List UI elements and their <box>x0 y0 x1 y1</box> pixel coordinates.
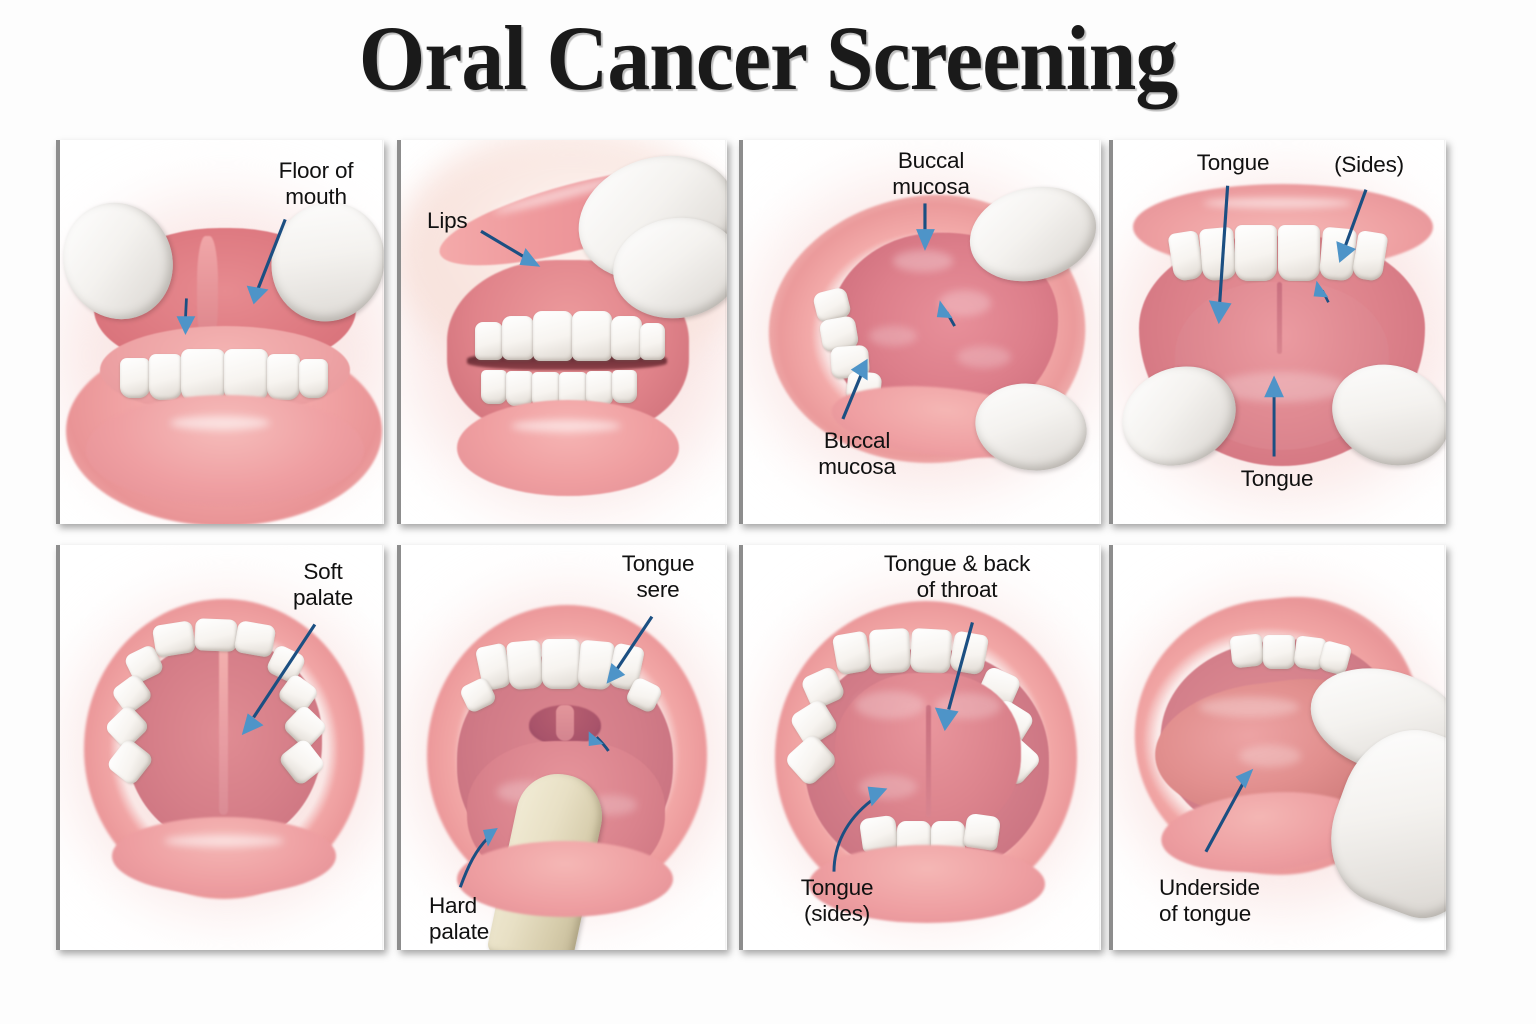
label-soft-palate: Soft palate <box>292 559 354 610</box>
page-title: Oral Cancer Screening <box>358 7 1178 109</box>
label-floor-of-mouth: Floor of mouth <box>278 158 354 209</box>
panel-lips[interactable]: Lips <box>397 140 727 524</box>
panel-soft-palate[interactable]: Soft palate <box>56 545 384 950</box>
illustration-buccal-mucosa <box>743 140 1101 524</box>
label-lips: Lips <box>427 208 468 233</box>
label-tongue-sere: Tongue sere <box>621 551 695 602</box>
panel-row-1: Floor of mouth <box>56 140 1456 524</box>
label-sides: (Sides) <box>1334 152 1404 177</box>
illustration-hard-palate <box>401 545 727 950</box>
label-underside-of-tongue: Underside of tongue <box>1159 875 1260 926</box>
label-buccal-mucosa-bottom: Buccal mucosa <box>818 428 896 479</box>
panel-row-2: Soft palate <box>56 545 1456 968</box>
label-hard-palate: Hard palate <box>429 893 490 944</box>
panel-grid: Floor of mouth <box>56 140 1456 968</box>
label-buccal-mucosa-top: Buccal mucosa <box>892 148 970 199</box>
illustration-floor-of-mouth <box>60 140 384 524</box>
label-tongue-bottom: Tongue <box>1240 466 1314 491</box>
label-tongue-sides: Tongue (sides) <box>800 875 874 926</box>
illustration-soft-palate <box>60 545 384 950</box>
illustration-underside-of-tongue <box>1113 545 1446 950</box>
panel-hard-palate[interactable]: Tongue sere Hard palate <box>397 545 727 950</box>
illustration-tongue-sides <box>1113 140 1446 524</box>
panel-floor-of-mouth[interactable]: Floor of mouth <box>56 140 384 524</box>
panel-tongue-back-of-throat[interactable]: Tongue & back of throat Tongue (sides) <box>739 545 1101 950</box>
label-tongue-back-of-throat: Tongue & back of throat <box>883 551 1031 602</box>
panel-buccal-mucosa[interactable]: Buccal mucosa Buccal mucosa <box>739 140 1101 524</box>
panel-underside-of-tongue[interactable]: Underside of tongue <box>1109 545 1446 950</box>
label-tongue-top: Tongue <box>1196 150 1270 175</box>
panel-tongue-sides[interactable]: Tongue (Sides) Tongue <box>1109 140 1446 524</box>
illustration-lips <box>401 140 727 524</box>
